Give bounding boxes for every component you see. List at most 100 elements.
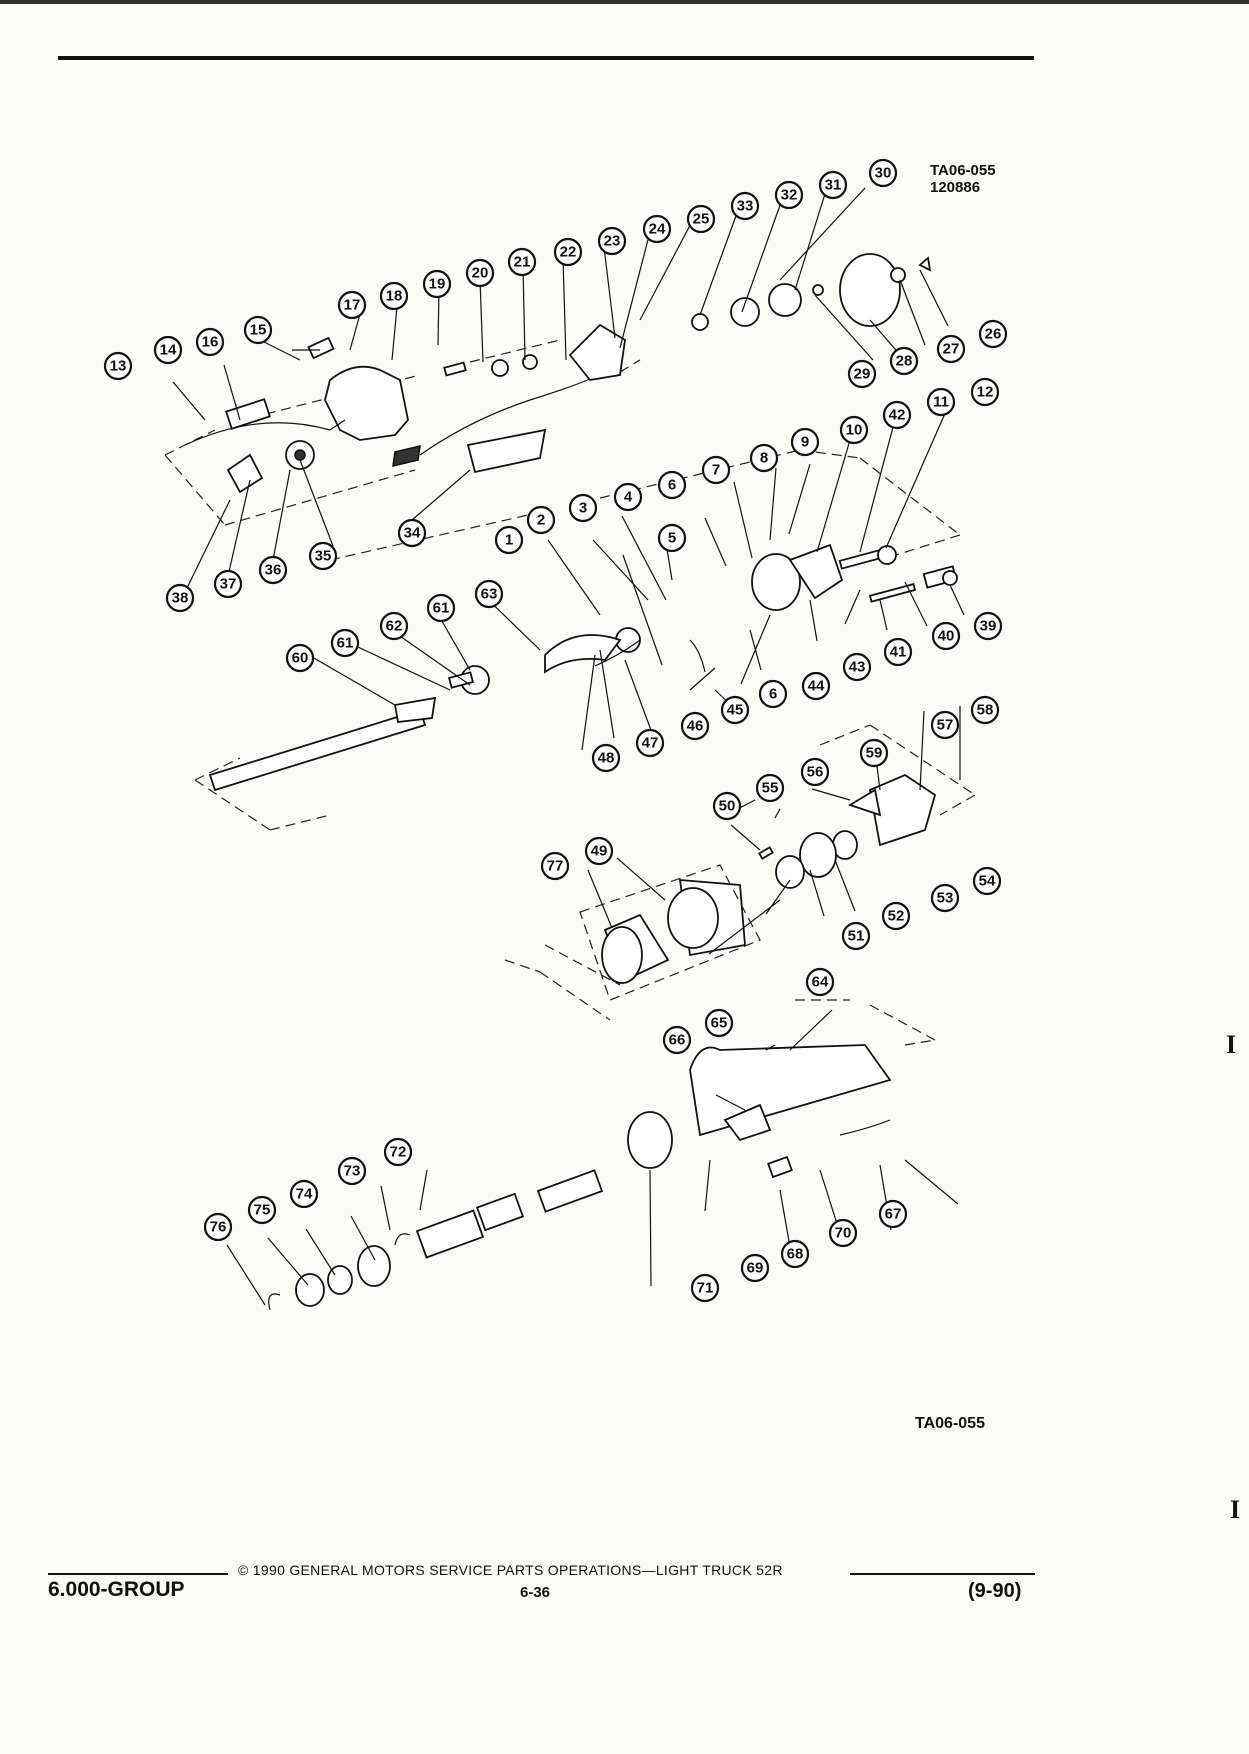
svg-text:48: 48 [598, 750, 615, 767]
callout-61b: 61 [426, 593, 456, 623]
callout-56: 56 [800, 757, 830, 787]
callout-17: 17 [337, 290, 367, 320]
footer-rule-left [48, 1573, 228, 1575]
callout-34: 34 [397, 518, 427, 548]
callout-39: 39 [973, 611, 1003, 641]
svg-text:67: 67 [885, 1206, 902, 1223]
svg-text:44: 44 [808, 678, 825, 695]
callout-6b: 6 [758, 679, 788, 709]
figure-date-code: 120886 [930, 179, 981, 196]
svg-text:77: 77 [547, 858, 564, 875]
callout-23: 23 [597, 226, 627, 256]
callout-75: 75 [247, 1195, 277, 1225]
callout-42: 42 [882, 400, 912, 430]
callout-74: 74 [289, 1179, 319, 1209]
callout-59: 59 [859, 738, 889, 768]
margin-mark-lower: I [1230, 1495, 1241, 1524]
lock-cylinder-detail [579, 864, 761, 1001]
callout-61: 61 [330, 628, 360, 658]
svg-text:29: 29 [854, 366, 871, 383]
figure-code-top: TA06-055 [930, 162, 996, 179]
callout-11: 11 [926, 387, 956, 417]
svg-text:45: 45 [727, 702, 744, 719]
svg-text:31: 31 [825, 177, 842, 194]
callout-30: 30 [868, 158, 898, 188]
svg-text:63: 63 [481, 586, 498, 603]
callout-62: 62 [379, 611, 409, 641]
svg-text:6: 6 [668, 477, 676, 494]
svg-text:27: 27 [943, 341, 960, 358]
svg-text:38: 38 [172, 590, 189, 607]
callout-1: 1 [494, 525, 524, 555]
svg-text:55: 55 [762, 780, 779, 797]
svg-text:25: 25 [693, 211, 710, 228]
callout-63: 63 [474, 579, 504, 609]
margin-mark-upper: I [1226, 1030, 1237, 1059]
figure-code-bottom: TA06-055 [915, 1415, 985, 1432]
callout-15: 15 [243, 315, 273, 345]
tilt-housing-assembly [758, 773, 937, 889]
callout-66: 66 [662, 1025, 692, 1055]
callout-40: 40 [931, 621, 961, 651]
svg-text:39: 39 [980, 618, 997, 635]
svg-text:26: 26 [985, 326, 1002, 343]
svg-text:18: 18 [386, 288, 403, 305]
callout-69: 69 [740, 1253, 770, 1283]
callout-70: 70 [828, 1218, 858, 1248]
svg-text:64: 64 [812, 974, 829, 991]
callout-46: 46 [680, 711, 710, 741]
svg-text:50: 50 [719, 798, 736, 815]
callout-9: 9 [790, 427, 820, 457]
svg-text:4: 4 [624, 489, 633, 506]
svg-text:71: 71 [697, 1280, 714, 1297]
callout-24: 24 [642, 214, 672, 244]
callout-16: 16 [195, 327, 225, 357]
svg-text:8: 8 [760, 450, 768, 467]
callout-67: 67 [878, 1199, 908, 1229]
callout-65: 65 [704, 1008, 734, 1038]
svg-text:6: 6 [769, 686, 777, 703]
callout-71: 71 [690, 1273, 720, 1303]
svg-text:32: 32 [781, 187, 798, 204]
svg-text:14: 14 [160, 342, 177, 359]
callout-6: 6 [657, 470, 687, 500]
callout-57: 57 [930, 710, 960, 740]
svg-text:57: 57 [937, 717, 954, 734]
callout-28: 28 [889, 346, 919, 376]
svg-text:22: 22 [560, 244, 577, 261]
callout-leaders [172, 180, 965, 1306]
svg-text:72: 72 [390, 1144, 407, 1161]
callout-31: 31 [818, 170, 848, 200]
svg-text:20: 20 [472, 265, 489, 282]
callout-53: 53 [930, 883, 960, 913]
lock-plate-assembly [443, 253, 932, 381]
svg-text:69: 69 [747, 1260, 764, 1277]
svg-text:61: 61 [433, 600, 450, 617]
svg-text:5: 5 [668, 530, 676, 547]
svg-text:23: 23 [604, 233, 621, 250]
callout-68: 68 [780, 1239, 810, 1269]
callout-12: 12 [970, 377, 1000, 407]
callout-19: 19 [422, 269, 452, 299]
callout-7: 7 [701, 455, 731, 485]
svg-text:62: 62 [386, 618, 403, 635]
callout-2: 2 [526, 505, 556, 535]
callout-58: 58 [970, 695, 1000, 725]
svg-text:52: 52 [888, 908, 905, 925]
svg-text:12: 12 [977, 384, 994, 401]
svg-text:13: 13 [110, 358, 127, 375]
svg-text:66: 66 [669, 1032, 686, 1049]
callout-27: 27 [936, 334, 966, 364]
callout-76: 76 [203, 1212, 233, 1242]
svg-text:30: 30 [875, 165, 892, 182]
svg-text:7: 7 [712, 462, 720, 479]
callout-8: 8 [749, 443, 779, 473]
svg-text:21: 21 [514, 254, 531, 271]
callout-21: 21 [507, 247, 537, 277]
mid-column-assembly [208, 543, 958, 792]
callout-14: 14 [153, 335, 183, 365]
svg-text:19: 19 [429, 276, 446, 293]
svg-text:3: 3 [579, 500, 587, 517]
callout-26: 26 [978, 319, 1008, 349]
